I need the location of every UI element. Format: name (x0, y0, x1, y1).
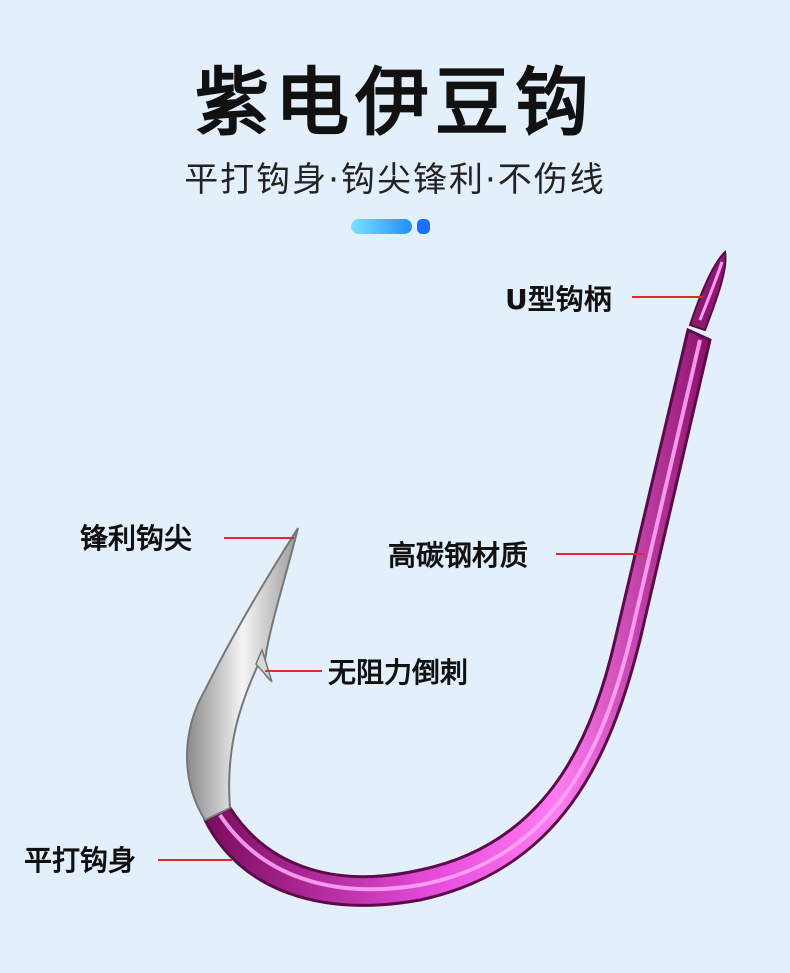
accent-pill (351, 219, 412, 234)
label-material: 高碳钢材质 (388, 539, 529, 572)
page-subtitle: 平打钩身·钩尖锋利·不伤线 (184, 160, 606, 200)
page-title: 紫电伊豆钩 (195, 60, 595, 146)
accent-dot (417, 219, 430, 234)
hook-barb (255, 647, 273, 683)
hook-tip (186, 527, 299, 822)
label-body: 平打钩身 (24, 844, 137, 877)
label-barb: 无阻力倒刺 (328, 656, 469, 689)
label-shank: U型钩柄 (505, 283, 612, 316)
label-point: 锋利钩尖 (80, 522, 193, 555)
